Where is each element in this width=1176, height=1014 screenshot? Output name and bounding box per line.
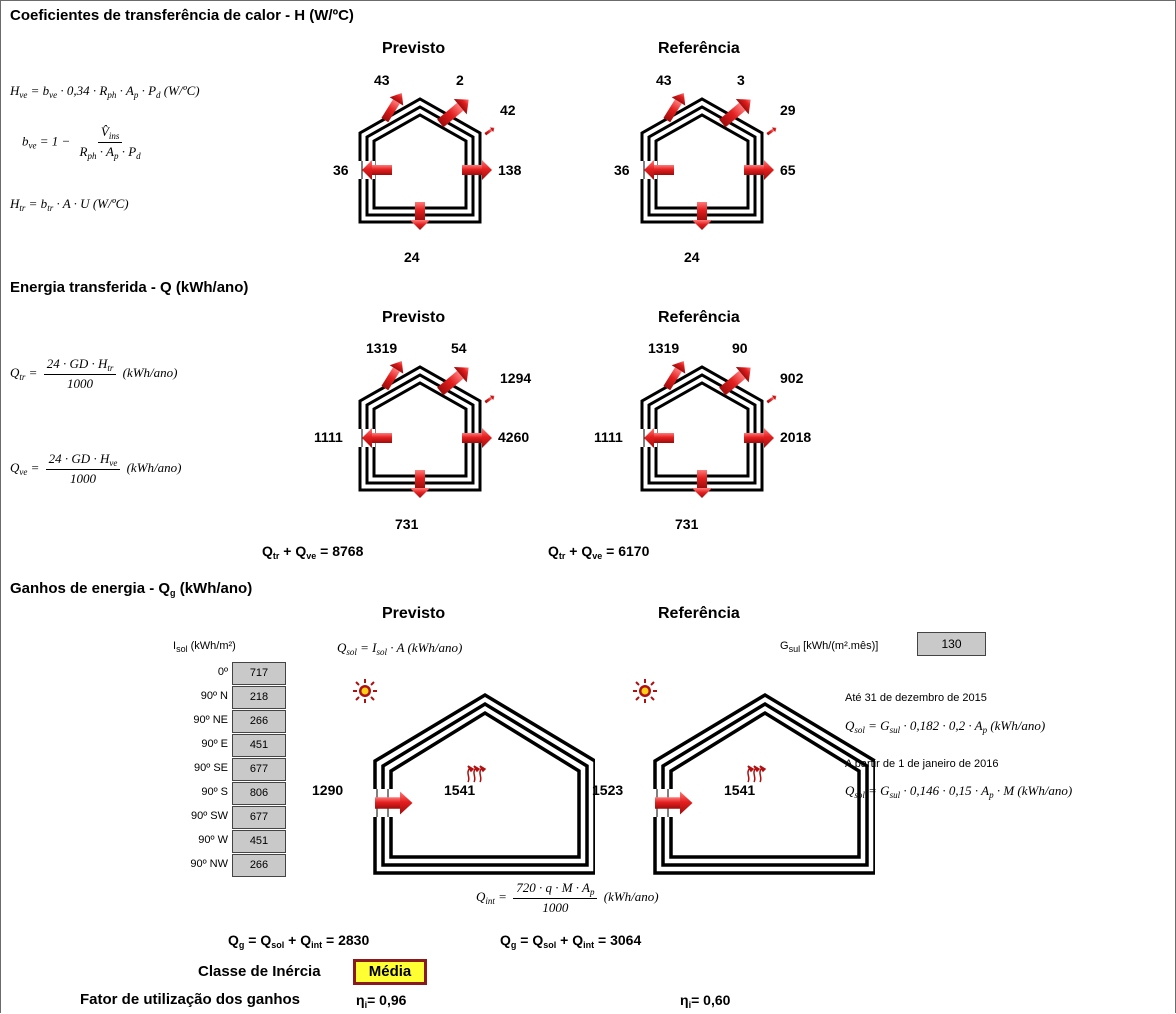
- q-prev-right: 4260: [498, 429, 530, 445]
- gain-ref-internal: 1541: [724, 782, 756, 798]
- formula-qsol-2016: Qsol = Gsul · 0,146 · 0,15 · Ap · M (kWh…: [845, 783, 1073, 800]
- eta-referencia: ηi= 0,60: [680, 992, 731, 1010]
- q-prev-bottom: 731: [395, 516, 419, 532]
- isol-row-label: 90º NW: [190, 858, 228, 870]
- section-title-h: Coeficientes de transferência de calor -…: [10, 7, 354, 24]
- h-prev-bottom: 24: [404, 249, 420, 265]
- isol-row-label: 90º E: [201, 738, 228, 750]
- isol-row-value[interactable]: 677: [232, 758, 286, 781]
- isol-row-label: 90º W: [198, 834, 228, 846]
- gsul-label: Gsul [kWh/(m².mês)]: [780, 640, 879, 654]
- house-diagram-q-referencia: [638, 356, 779, 498]
- gain-ref-solar: 1523: [592, 782, 624, 798]
- previsto-label-g: Previsto: [382, 605, 446, 622]
- q-ref-window: 902: [780, 370, 804, 386]
- isol-row-value[interactable]: 451: [232, 734, 286, 757]
- note-until-2015: Até 31 de dezembro de 2015: [845, 692, 987, 704]
- house-diagram-q-previsto: [356, 356, 497, 498]
- isol-row-label: 90º SW: [190, 810, 228, 822]
- gsul-input[interactable]: 130: [917, 632, 986, 656]
- h-ref-right: 65: [780, 162, 796, 178]
- q-prev-left: 1111: [314, 429, 343, 445]
- h-prev-roof-left: 43: [374, 72, 390, 88]
- isol-header: Isol (kWh/m²): [173, 640, 236, 654]
- h-prev-roof-right: 2: [456, 72, 464, 88]
- q-prev-total: Qtr + Qve = 8768: [262, 543, 364, 561]
- section-title-q: Energia transferida - Q (kWh/ano): [10, 279, 249, 296]
- referencia-label-g: Referência: [658, 605, 740, 622]
- gain-prev-solar: 1290: [312, 782, 344, 798]
- q-prev-roof-right: 54: [451, 340, 467, 356]
- isol-row-label: 90º NE: [193, 714, 228, 726]
- isol-row-value[interactable]: 717: [232, 662, 286, 685]
- h-ref-left: 36: [614, 162, 630, 178]
- note-from-2016: A partir de 1 de janeiro de 2016: [845, 758, 999, 770]
- isol-row-value[interactable]: 218: [232, 686, 286, 709]
- q-ref-left: 1111: [594, 429, 623, 445]
- house-diagram-gains-previsto: [352, 678, 595, 875]
- inertia-label: Classe de Inércia: [198, 963, 321, 980]
- h-prev-left: 36: [333, 162, 349, 178]
- house-diagram-gains-referencia: [632, 678, 875, 875]
- isol-row-value[interactable]: 266: [232, 710, 286, 733]
- house-diagram-h-previsto: [356, 88, 497, 230]
- isol-row-value[interactable]: 451: [232, 830, 286, 853]
- isol-row-value[interactable]: 806: [232, 782, 286, 805]
- q-ref-bottom: 731: [675, 516, 699, 532]
- q-prev-roof-left: 1319: [366, 340, 398, 356]
- inertia-class-value[interactable]: Média: [353, 959, 427, 985]
- h-ref-window: 29: [780, 102, 796, 118]
- previsto-label-h: Previsto: [382, 40, 446, 57]
- h-ref-roof-left: 43: [656, 72, 672, 88]
- referencia-label-h: Referência: [658, 40, 740, 57]
- formula-qsol: Qsol = Isol · A (kWh/ano): [337, 640, 463, 657]
- gains-ref-total: Qg = Qsol + Qint = 3064: [500, 932, 642, 950]
- formula-htr: Htr = btr · A · U (W/ºC): [10, 196, 129, 213]
- isol-row-label: 90º N: [200, 690, 228, 702]
- isol-row-label: 0º: [217, 666, 228, 678]
- isol-row-label: 90º SE: [194, 762, 228, 774]
- utilization-label: Fator de utilização dos ganhos: [80, 991, 301, 1008]
- formula-qsol-2015: Qsol = Gsul · 0,182 · 0,2 · Ap (kWh/ano): [845, 718, 1046, 735]
- referencia-label-q: Referência: [658, 309, 740, 326]
- section-title-gains: Ganhos de energia - Qg (kWh/ano): [10, 580, 253, 598]
- q-ref-total: Qtr + Qve = 6170: [548, 543, 650, 561]
- h-prev-right: 138: [498, 162, 522, 178]
- house-diagram-h-referencia: [638, 88, 779, 230]
- q-prev-window: 1294: [500, 370, 532, 386]
- eta-previsto: ηi= 0,96: [356, 992, 407, 1010]
- q-ref-right: 2018: [780, 429, 812, 445]
- q-ref-roof-left: 1319: [648, 340, 680, 356]
- isol-row-label: 90º S: [201, 786, 228, 798]
- q-ref-roof-right: 90: [732, 340, 748, 356]
- gains-prev-total: Qg = Qsol + Qint = 2830: [228, 932, 370, 950]
- formula-hve: Hve = bve · 0,34 · Rph · Ap · Pd (W/ºC): [10, 83, 200, 100]
- gain-prev-internal: 1541: [444, 782, 476, 798]
- previsto-label-q: Previsto: [382, 309, 446, 326]
- h-ref-bottom: 24: [684, 249, 700, 265]
- h-ref-roof-right: 3: [737, 72, 745, 88]
- h-prev-window: 42: [500, 102, 516, 118]
- isol-row-value[interactable]: 677: [232, 806, 286, 829]
- isol-row-value[interactable]: 266: [232, 854, 286, 877]
